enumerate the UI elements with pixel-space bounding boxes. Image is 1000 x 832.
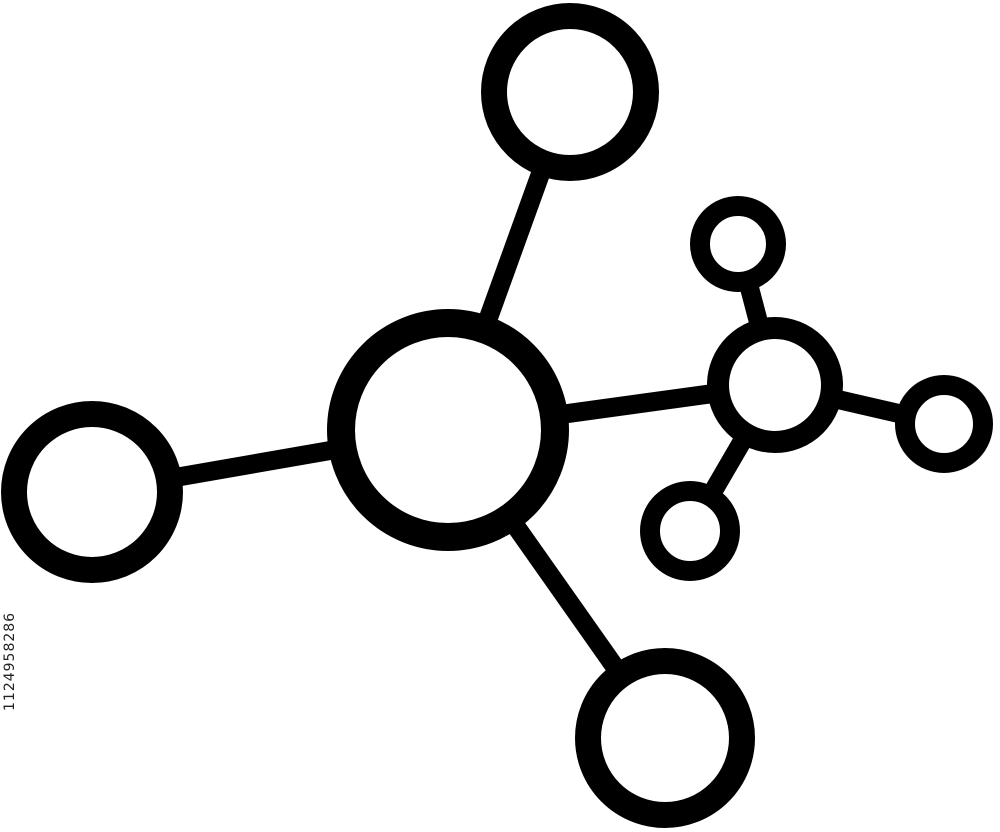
node-node-top: [481, 3, 659, 181]
node-node-left: [1, 401, 183, 583]
nodes: [1, 3, 993, 828]
node-hub-small: [707, 317, 843, 453]
node-node-small-right: [895, 375, 993, 473]
node-node-small-top: [690, 196, 786, 292]
node-node-small-bottom: [640, 481, 740, 581]
node-node-bottom: [575, 648, 755, 828]
stock-id-label: 1124958286: [2, 611, 18, 711]
node-hub-large: [327, 309, 569, 551]
